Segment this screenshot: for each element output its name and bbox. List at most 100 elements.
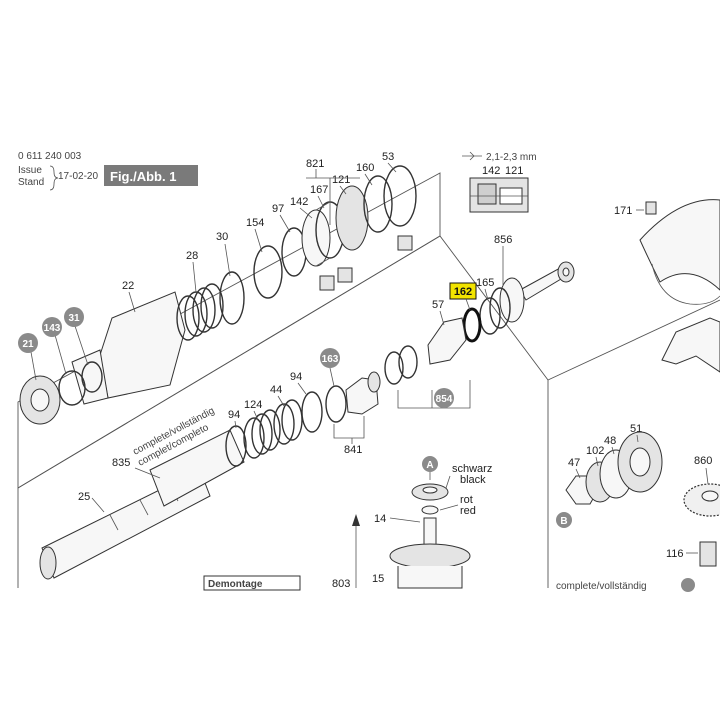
label-57: 57: [432, 299, 444, 311]
demontage-label: Demontage: [208, 579, 263, 590]
label-116: 116: [666, 548, 684, 560]
label-154: 154: [246, 217, 264, 229]
svg-text:A: A: [426, 460, 433, 471]
circlip-154: [253, 245, 283, 299]
svg-text:21: 21: [22, 339, 34, 350]
label-47: 47: [568, 457, 580, 469]
part-53-cap: [397, 235, 413, 251]
label-51: 51: [630, 423, 642, 435]
brace-icon: [49, 165, 59, 191]
badge-31: [64, 307, 84, 327]
section-inset: 2,1-2,3 mm 142 121: [462, 151, 537, 213]
label-835: 835: [112, 457, 130, 469]
label-28: 28: [186, 250, 198, 262]
label-860: 860: [694, 455, 712, 467]
label-94b: 94: [290, 371, 302, 383]
inset-part-142: 142: [482, 165, 500, 177]
ring-30: [219, 271, 245, 325]
note-black: black: [460, 474, 486, 486]
note-red: red: [460, 505, 476, 517]
inset-dimension: 2,1-2,3 mm: [486, 152, 537, 163]
oring-162: [462, 307, 482, 343]
label-160: 160: [356, 162, 374, 174]
ring-163: [325, 385, 347, 423]
inset-part-121: 121: [505, 165, 523, 177]
marker-b: [556, 512, 572, 528]
note-complete-right: complete/vollständig: [556, 581, 647, 592]
part-number: 0 611 240 003: [18, 151, 82, 162]
label-102: 102: [586, 445, 604, 457]
label-44: 44: [270, 384, 282, 396]
svg-text:31: 31: [68, 313, 80, 324]
badge-143: [42, 317, 62, 337]
marker-dot: [681, 578, 695, 592]
ring-854a: [398, 345, 418, 379]
lower-panel-outline: [17, 235, 549, 588]
gear-housing-cover: [639, 199, 720, 291]
label-25: 25: [78, 491, 90, 503]
svg-text:854: 854: [436, 394, 453, 405]
spring-124: [243, 409, 281, 459]
right-panel-edge: [547, 299, 720, 381]
highlight-162-box: [449, 282, 477, 300]
note-schwarz: schwarz: [452, 463, 492, 475]
badge-854: [434, 388, 454, 408]
motor-housing: [661, 317, 720, 373]
spring-44: [273, 399, 303, 445]
striker-57: [427, 317, 467, 365]
svg-text:B: B: [560, 516, 567, 527]
label-121: 121: [332, 174, 350, 186]
label-171: 171: [614, 205, 632, 217]
demontage-box: [203, 575, 301, 591]
svg-text:163: 163: [322, 354, 339, 365]
bearing-red: [421, 505, 439, 515]
label-97: 97: [272, 203, 284, 215]
ring-31: [81, 361, 103, 393]
label-856: 856: [494, 234, 512, 246]
svg-text:143: 143: [44, 323, 61, 334]
issue-date: 17-02-20: [58, 171, 98, 182]
ring-53: [383, 165, 417, 227]
note-rot: rot: [460, 494, 473, 506]
gear-14: [389, 543, 471, 569]
piston-856: [499, 277, 525, 323]
marker-a: [422, 456, 438, 472]
bearing-116: [699, 541, 717, 567]
label-165: 165: [476, 277, 494, 289]
badge-21: [18, 333, 38, 353]
tool-holder-835: [149, 429, 245, 507]
stand-label: Stand: [18, 177, 44, 188]
sleeve-121: [335, 185, 369, 251]
label-30: 30: [216, 231, 228, 243]
label-94a: 94: [228, 409, 240, 421]
screw-171: [645, 201, 657, 215]
label-142: 142: [290, 196, 308, 208]
label-124: 124: [244, 399, 262, 411]
label-841: 841: [344, 444, 362, 456]
ring-854b: [384, 351, 404, 385]
badge-163: [320, 348, 340, 368]
label-162: 162: [454, 286, 472, 298]
housing-neck: [71, 349, 109, 405]
label-821: 821: [306, 158, 324, 170]
arrow-up-icon: [352, 514, 360, 526]
label-48: 48: [604, 435, 616, 447]
spring-28: [176, 283, 224, 341]
figure-label: Fig./Abb. 1: [110, 169, 176, 184]
label-14: 14: [374, 513, 386, 525]
part-821a: [319, 275, 335, 291]
label-53: 53: [382, 151, 394, 163]
issue-label: Issue: [18, 165, 42, 176]
housing-22: [99, 291, 186, 399]
figure-label-box: [104, 165, 198, 186]
ring-160: [363, 175, 393, 233]
label-22: 22: [122, 280, 134, 292]
part-821b: [337, 267, 353, 283]
label-167: 167: [310, 184, 328, 196]
armature-body: [397, 566, 463, 589]
label-803: 803: [332, 578, 350, 590]
ring-94b: [301, 391, 323, 433]
label-15: 15: [372, 573, 384, 585]
